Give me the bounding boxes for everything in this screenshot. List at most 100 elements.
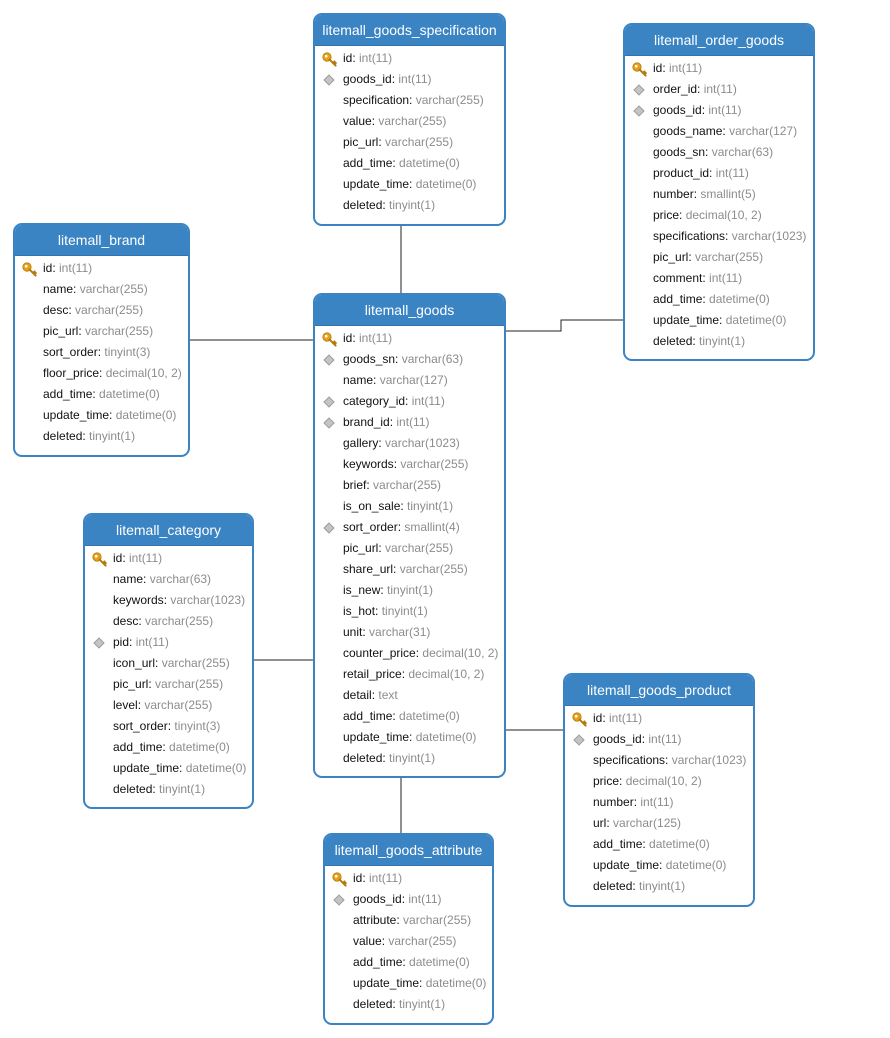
table-row[interactable]: deleted: tinyint(1) <box>625 331 813 352</box>
table-row[interactable]: pic_url: varchar(255) <box>15 321 188 342</box>
table-row[interactable]: deleted: tinyint(1) <box>15 426 188 447</box>
table-title: litemall_goods_product <box>565 675 753 706</box>
table-row[interactable]: goods_sn: varchar(63) <box>315 349 504 370</box>
key-icon <box>322 332 337 347</box>
table-litemall-goods[interactable]: litemall_goods id: int(11)goods_sn: varc… <box>313 293 506 778</box>
table-row[interactable]: is_on_sale: tinyint(1) <box>315 496 504 517</box>
table-row[interactable]: update_time: datetime(0) <box>625 310 813 331</box>
table-row[interactable]: deleted: tinyint(1) <box>565 876 753 897</box>
table-row[interactable]: add_time: datetime(0) <box>565 834 753 855</box>
table-row[interactable]: counter_price: decimal(10, 2) <box>315 643 504 664</box>
table-row[interactable]: id: int(11) <box>15 258 188 279</box>
table-row[interactable]: goods_name: varchar(127) <box>625 121 813 142</box>
table-row[interactable]: level: varchar(255) <box>85 695 252 716</box>
table-row[interactable]: goods_sn: varchar(63) <box>625 142 813 163</box>
table-litemall-order-goods[interactable]: litemall_order_goods id: int(11)order_id… <box>623 23 815 361</box>
table-row[interactable]: specification: varchar(255) <box>315 90 504 111</box>
column-name: is_hot <box>343 604 376 618</box>
table-row[interactable]: deleted: tinyint(1) <box>315 195 504 216</box>
table-row[interactable]: name: varchar(127) <box>315 370 504 391</box>
table-row[interactable]: desc: varchar(255) <box>15 300 188 321</box>
column-separator: : <box>702 271 710 285</box>
table-row[interactable]: add_time: datetime(0) <box>625 289 813 310</box>
table-row[interactable]: pic_url: varchar(255) <box>85 674 252 695</box>
table-row[interactable]: add_time: datetime(0) <box>315 706 504 727</box>
table-row[interactable]: id: int(11) <box>565 708 753 729</box>
table-row[interactable]: id: int(11) <box>85 548 252 569</box>
index-icon <box>633 84 645 96</box>
table-row[interactable]: keywords: varchar(1023) <box>85 590 252 611</box>
table-row[interactable]: add_time: datetime(0) <box>15 384 188 405</box>
table-row[interactable]: url: varchar(125) <box>565 813 753 834</box>
table-litemall-brand[interactable]: litemall_brand id: int(11)name: varchar(… <box>13 223 190 457</box>
table-row[interactable]: number: smallint(5) <box>625 184 813 205</box>
table-row[interactable]: id: int(11) <box>315 328 504 349</box>
table-row[interactable]: keywords: varchar(255) <box>315 454 504 475</box>
table-row[interactable]: detail: text <box>315 685 504 706</box>
table-row[interactable]: retail_price: decimal(10, 2) <box>315 664 504 685</box>
table-row[interactable]: value: varchar(255) <box>315 111 504 132</box>
table-row[interactable]: product_id: int(11) <box>625 163 813 184</box>
table-row[interactable]: update_time: datetime(0) <box>315 174 504 195</box>
table-row[interactable]: pic_url: varchar(255) <box>625 247 813 268</box>
table-row[interactable]: add_time: datetime(0) <box>315 153 504 174</box>
column-separator: : <box>68 303 76 317</box>
table-row[interactable]: sort_order: tinyint(3) <box>15 342 188 363</box>
column-type: tinyint(1) <box>399 997 446 1011</box>
table-row[interactable]: name: varchar(63) <box>85 569 252 590</box>
table-row[interactable]: attribute: varchar(255) <box>325 910 492 931</box>
table-row[interactable]: specifications: varchar(1023) <box>565 750 753 771</box>
table-row[interactable]: specifications: varchar(1023) <box>625 226 813 247</box>
table-row[interactable]: category_id: int(11) <box>315 391 504 412</box>
table-row[interactable]: id: int(11) <box>625 58 813 79</box>
table-row[interactable]: add_time: datetime(0) <box>85 737 252 758</box>
table-row[interactable]: price: decimal(10, 2) <box>565 771 753 792</box>
table-row[interactable]: floor_price: decimal(10, 2) <box>15 363 188 384</box>
table-row[interactable]: goods_id: int(11) <box>565 729 753 750</box>
table-row[interactable]: goods_id: int(11) <box>625 100 813 121</box>
table-row[interactable]: pid: int(11) <box>85 632 252 653</box>
table-row[interactable]: sort_order: tinyint(3) <box>85 716 252 737</box>
table-row[interactable]: brand_id: int(11) <box>315 412 504 433</box>
table-row[interactable]: id: int(11) <box>315 48 504 69</box>
table-row[interactable]: desc: varchar(255) <box>85 611 252 632</box>
column-list: id: int(11)name: varchar(255)desc: varch… <box>15 256 188 447</box>
table-row[interactable]: update_time: datetime(0) <box>315 727 504 748</box>
table-row[interactable]: pic_url: varchar(255) <box>315 132 504 153</box>
column-separator: : <box>99 366 106 380</box>
table-row[interactable]: sort_order: smallint(4) <box>315 517 504 538</box>
table-row[interactable]: pic_url: varchar(255) <box>315 538 504 559</box>
table-row[interactable]: share_url: varchar(255) <box>315 559 504 580</box>
table-row[interactable]: id: int(11) <box>325 868 492 889</box>
table-row[interactable]: update_time: datetime(0) <box>85 758 252 779</box>
table-row[interactable]: update_time: datetime(0) <box>325 973 492 994</box>
column-type: datetime(0) <box>409 955 470 969</box>
table-row[interactable]: price: decimal(10, 2) <box>625 205 813 226</box>
table-litemall-category[interactable]: litemall_category id: int(11)name: varch… <box>83 513 254 809</box>
table-row[interactable]: number: int(11) <box>565 792 753 813</box>
table-row[interactable]: is_hot: tinyint(1) <box>315 601 504 622</box>
table-row[interactable]: deleted: tinyint(1) <box>325 994 492 1015</box>
table-row[interactable]: deleted: tinyint(1) <box>315 748 504 769</box>
table-row[interactable]: brief: varchar(255) <box>315 475 504 496</box>
column-type: int(11) <box>135 635 169 649</box>
table-row[interactable]: goods_id: int(11) <box>325 889 492 910</box>
table-row[interactable]: value: varchar(255) <box>325 931 492 952</box>
table-row[interactable]: add_time: datetime(0) <box>325 952 492 973</box>
table-row[interactable]: update_time: datetime(0) <box>15 405 188 426</box>
table-litemall-goods-attribute[interactable]: litemall_goods_attribute id: int(11)good… <box>323 833 494 1025</box>
table-row[interactable]: deleted: tinyint(1) <box>85 779 252 800</box>
table-row[interactable]: update_time: datetime(0) <box>565 855 753 876</box>
column-name: deleted <box>343 751 383 765</box>
column-separator: : <box>659 858 666 872</box>
table-row[interactable]: unit: varchar(31) <box>315 622 504 643</box>
table-row[interactable]: is_new: tinyint(1) <box>315 580 504 601</box>
table-row[interactable]: goods_id: int(11) <box>315 69 504 90</box>
table-row[interactable]: name: varchar(255) <box>15 279 188 300</box>
table-litemall-goods-product[interactable]: litemall_goods_product id: int(11)goods_… <box>563 673 755 907</box>
table-row[interactable]: order_id: int(11) <box>625 79 813 100</box>
table-row[interactable]: gallery: varchar(1023) <box>315 433 504 454</box>
table-row[interactable]: comment: int(11) <box>625 268 813 289</box>
table-litemall-goods-specification[interactable]: litemall_goods_specification id: int(11)… <box>313 13 506 226</box>
table-row[interactable]: icon_url: varchar(255) <box>85 653 252 674</box>
